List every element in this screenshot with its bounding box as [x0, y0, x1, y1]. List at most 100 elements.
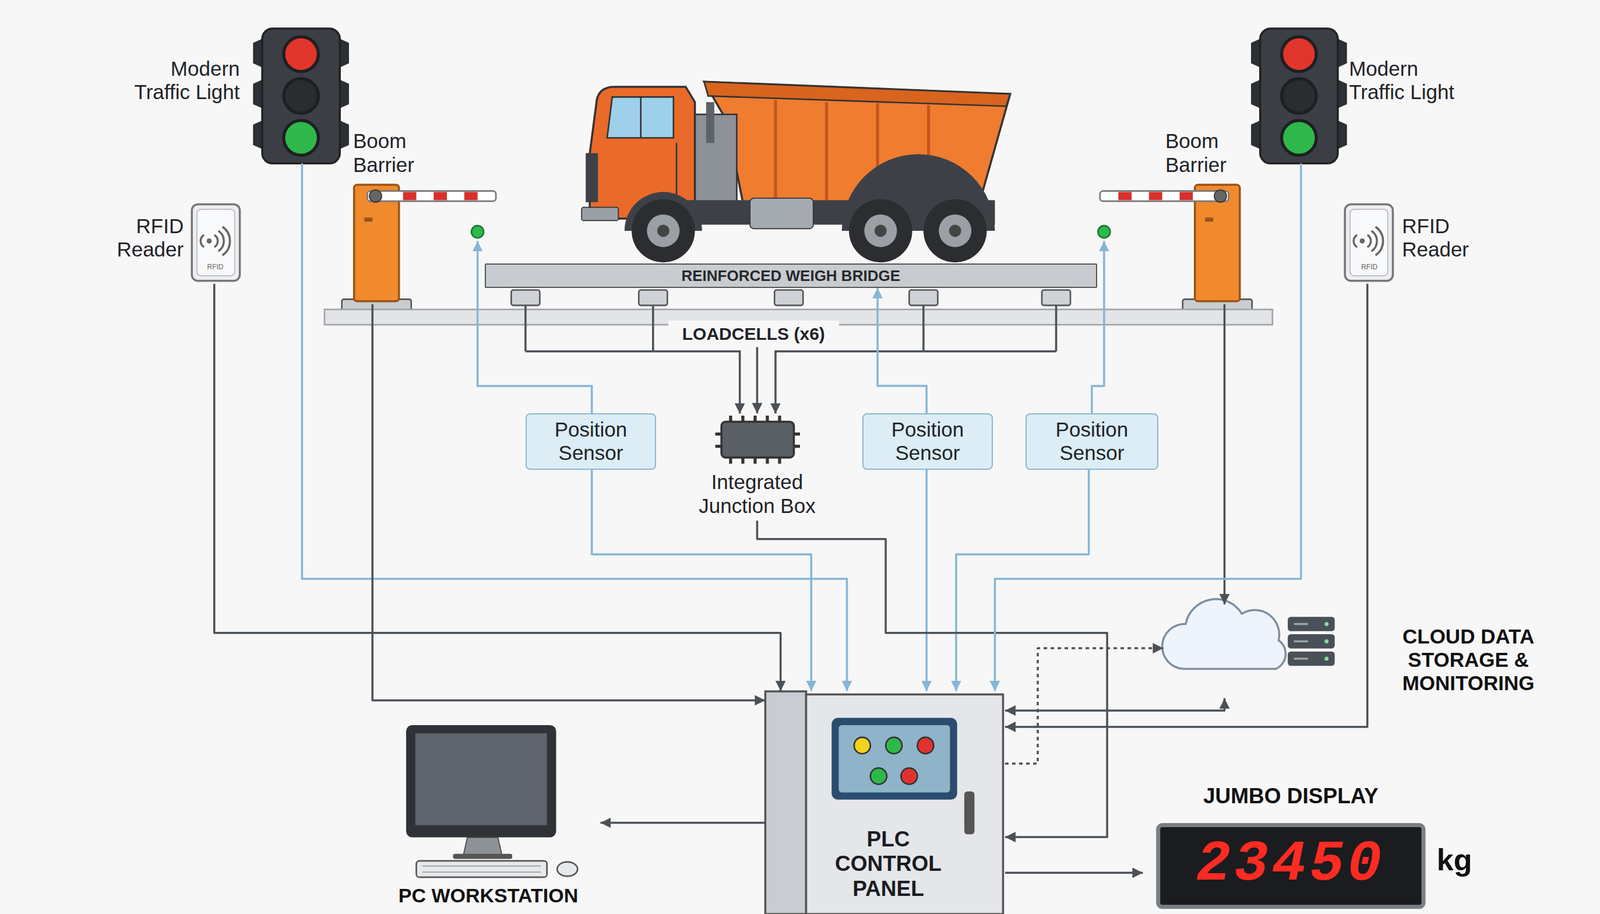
position-sensor: Position Sensor	[862, 413, 993, 470]
rfid-reader: RFID Reader	[1340, 202, 1488, 284]
signal-connector	[956, 469, 1090, 692]
junction-box-icon	[721, 421, 794, 458]
pc-icon	[453, 853, 513, 859]
dump-truck	[848, 199, 913, 263]
loadcell-icon	[908, 290, 938, 306]
boom-barrier-icon	[1179, 191, 1193, 200]
plc-cabinet	[900, 767, 918, 784]
plc-cabinet	[885, 737, 902, 754]
plc-cabinet	[964, 791, 975, 835]
node-label: Boom Barrier	[353, 129, 435, 177]
cloud-icon	[1162, 598, 1335, 669]
node-label: REINFORCED WEIGH BRIDGE	[681, 268, 901, 284]
plc-cabinet	[917, 737, 934, 754]
device-marking: RFID	[1352, 263, 1386, 271]
cloud-icon	[1324, 656, 1329, 661]
cloud-icon	[1294, 623, 1309, 659]
signal-connector	[600, 821, 766, 824]
label-holder: RFID	[1352, 263, 1386, 271]
signal-connector	[1005, 647, 1164, 764]
proximity-dot	[471, 225, 1110, 238]
plc-cabinet	[831, 717, 957, 800]
label-holder: RFID	[198, 263, 232, 271]
jumbo-display: JUMBO DISPLAY 23450	[1142, 780, 1443, 909]
node-label: RFID Reader	[1401, 214, 1484, 262]
plc-cabinet	[839, 724, 951, 793]
pc-icon	[463, 837, 503, 856]
signal-connector	[301, 163, 847, 691]
boom-barrier-icon	[1100, 191, 1229, 202]
boom-barrier-icon	[1118, 191, 1132, 200]
dump-truck	[874, 224, 887, 237]
signal-connector	[756, 520, 1108, 837]
position-sensor: Position Sensor	[525, 413, 657, 470]
signal-connector	[994, 163, 1301, 691]
boom-barrier-icon	[464, 191, 478, 200]
dump-truck	[581, 207, 619, 221]
boom-barrier: Boom Barrier	[1097, 127, 1251, 305]
loadcell-wire	[525, 351, 740, 414]
traffic-light-icon	[1250, 28, 1348, 164]
unit-label: kg	[1436, 843, 1489, 877]
boom-barrier-icon	[1214, 189, 1227, 203]
pc-icon	[415, 732, 548, 826]
loadcell-wire	[775, 351, 1057, 414]
dump-truck	[864, 214, 897, 248]
dump-truck	[631, 199, 987, 263]
dump-truck	[657, 224, 670, 237]
loadcell-icon	[510, 290, 1071, 306]
pc-workstation: PC WORKSTATION	[379, 719, 601, 914]
dump-truck	[631, 199, 696, 263]
boom-barrier-icon	[403, 191, 417, 200]
pc-icon	[422, 865, 541, 873]
node-label: Position Sensor	[869, 417, 986, 465]
dump-truck	[938, 214, 972, 248]
signal-connector	[925, 469, 928, 692]
node-label: CLOUD DATA STORAGE & MONITORING	[1389, 624, 1547, 696]
dump-truck	[749, 198, 814, 229]
dump-truck	[693, 114, 738, 204]
pc-icon	[416, 860, 548, 877]
junction-box-icon	[715, 415, 800, 464]
pc-icon	[406, 724, 556, 838]
pc-icon	[557, 861, 578, 877]
boom-barrier-icon	[369, 189, 382, 203]
signal-connector	[756, 346, 759, 414]
weight-readout: 23450	[1142, 835, 1439, 893]
boom-barrier-icon	[342, 184, 412, 312]
node-label: Boom Barrier	[1165, 129, 1247, 177]
traffic-light-icon	[252, 28, 350, 164]
rfid-icon	[1344, 203, 1393, 281]
node-label: PC WORKSTATION	[379, 883, 597, 907]
node-label: Modern Traffic Light	[1348, 57, 1474, 105]
position-sensor: Position Sensor	[1025, 413, 1159, 470]
plc-cabinet	[765, 691, 806, 914]
dump-truck	[585, 153, 598, 203]
dump-truck	[703, 81, 1010, 107]
cloud-storage: CLOUD DATA STORAGE & MONITORING	[1163, 604, 1551, 699]
cloud-icon	[1324, 639, 1329, 644]
node-label: PLC CONTROL PANEL	[819, 826, 957, 902]
junction-box: Integrated Junction Box	[681, 413, 837, 521]
loadcell-wire	[525, 305, 1057, 352]
weigh-bridge: REINFORCED WEIGH BRIDGE	[484, 263, 1098, 288]
signal-connector	[1005, 283, 1368, 727]
node-label: Integrated Junction Box	[681, 470, 833, 518]
node-label: Position Sensor	[1032, 417, 1152, 465]
junction-box-icon	[715, 415, 800, 464]
dump-truck	[949, 224, 962, 237]
sensor-beam	[477, 240, 1105, 414]
dump-truck	[581, 81, 1011, 263]
boom-barrier-icon	[1149, 191, 1163, 200]
dump-truck	[923, 199, 988, 263]
pc-icon	[406, 724, 578, 877]
device-marking: RFID	[198, 263, 232, 271]
plc-panel: PLC CONTROL PANEL	[765, 691, 1006, 914]
proximity-dot	[1097, 225, 1110, 238]
boom-barrier-icon	[367, 191, 496, 202]
node-label: JUMBO DISPLAY	[1142, 783, 1439, 809]
cloud-icon	[1324, 621, 1329, 626]
boom-barrier: Boom Barrier	[346, 127, 500, 305]
rfid-reader: RFID Reader	[97, 202, 245, 284]
